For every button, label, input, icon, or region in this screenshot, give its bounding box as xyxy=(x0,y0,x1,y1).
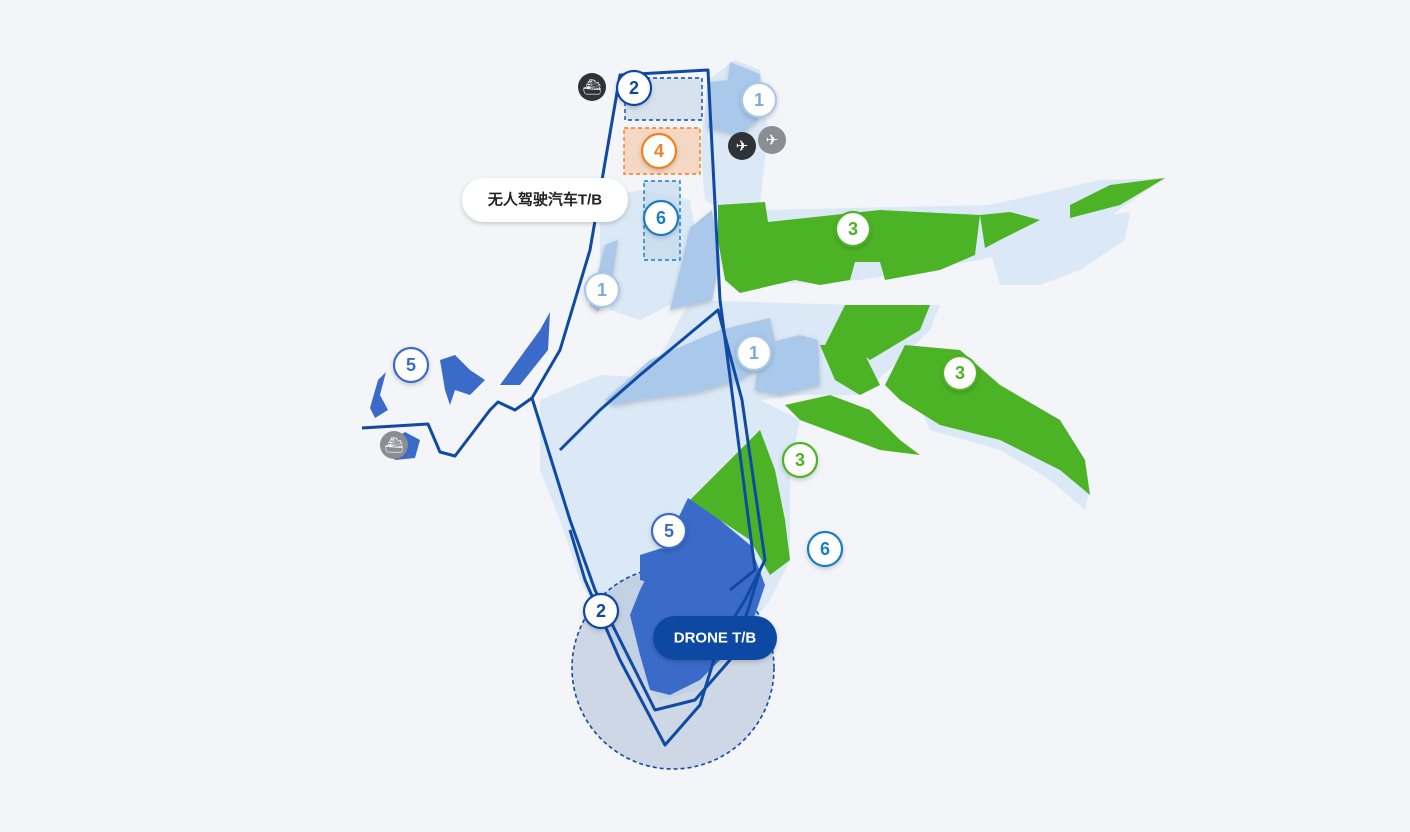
svg-text:1: 1 xyxy=(749,343,759,363)
marker-3-center[interactable]: 3 xyxy=(781,441,819,479)
svg-text:✈: ✈ xyxy=(736,137,749,155)
svg-text:1: 1 xyxy=(597,280,607,300)
marker-1-left[interactable]: 1 xyxy=(583,271,621,309)
marker-2-bottom[interactable]: 2 xyxy=(582,592,620,630)
marker-6-top[interactable]: 6 xyxy=(642,199,680,237)
svg-text:3: 3 xyxy=(955,363,965,383)
marker-1-center[interactable]: 1 xyxy=(735,334,773,372)
marker-4[interactable]: 4 xyxy=(640,132,678,170)
svg-text:3: 3 xyxy=(795,450,805,470)
svg-text:4: 4 xyxy=(654,141,664,161)
marker-2-top[interactable]: 2 xyxy=(615,69,653,107)
marker-3-top[interactable]: 3 xyxy=(834,210,872,248)
svg-text:2: 2 xyxy=(629,78,639,98)
zone-3-green xyxy=(690,178,1165,575)
drone-tb-label[interactable]: DRONE T/B xyxy=(653,616,777,660)
svg-text:DRONE T/B: DRONE T/B xyxy=(674,630,757,647)
svg-text:3: 3 xyxy=(848,219,858,239)
marker-6-right[interactable]: 6 xyxy=(806,530,844,568)
svg-text:2: 2 xyxy=(596,601,606,621)
marker-5-bottom[interactable]: 5 xyxy=(650,512,688,550)
svg-text:5: 5 xyxy=(406,355,416,375)
airplane-icon: ✈ xyxy=(728,132,756,160)
airplane-icon: ✈ xyxy=(758,126,786,154)
marker-5-left[interactable]: 5 xyxy=(392,346,430,384)
svg-text:5: 5 xyxy=(664,521,674,541)
ship-icon: ⛴ xyxy=(578,73,606,101)
zone-1-light-blue xyxy=(590,62,820,405)
autonomous-tb-label[interactable]: 无人驾驶汽车T/B xyxy=(462,178,628,222)
svg-text:6: 6 xyxy=(820,539,830,559)
svg-text:1: 1 xyxy=(754,90,764,110)
svg-text:⛴: ⛴ xyxy=(582,78,601,96)
ship-icon: ⛴ xyxy=(380,431,408,459)
marker-1-top[interactable]: 1 xyxy=(740,81,778,119)
svg-text:无人驾驶汽车T/B: 无人驾驶汽车T/B xyxy=(487,191,602,209)
marker-3-right[interactable]: 3 xyxy=(941,354,979,392)
svg-text:6: 6 xyxy=(656,208,666,228)
svg-text:⛴: ⛴ xyxy=(384,436,403,454)
svg-text:✈: ✈ xyxy=(766,131,779,149)
